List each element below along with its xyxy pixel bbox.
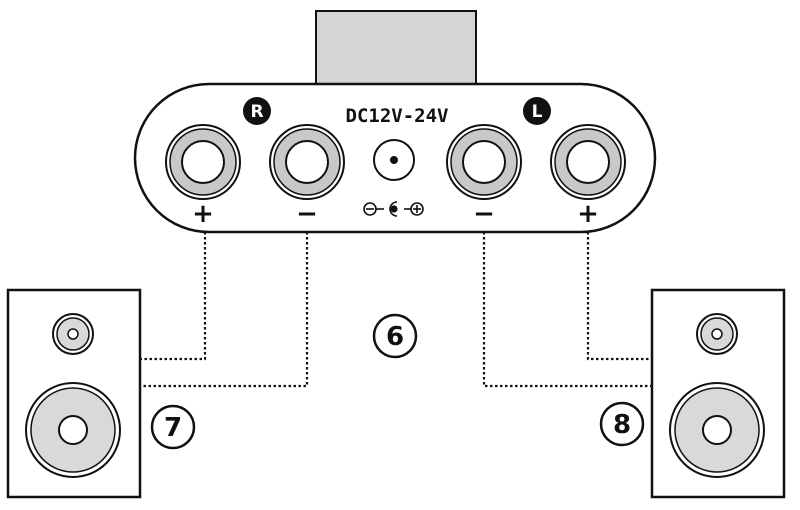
wire-right-minus (140, 232, 309, 388)
wire-right-plus (140, 232, 207, 361)
dc-power-jack (373, 139, 415, 181)
left-channel-badge: L (523, 97, 551, 125)
polarity-symbol-icon (363, 201, 424, 217)
right-minus-sign: − (296, 199, 318, 229)
left-speaker (6, 288, 142, 499)
top-module (315, 10, 477, 85)
callout-6: 6 (372, 313, 418, 359)
right-speaker (650, 288, 786, 499)
left-plus-sign: + (577, 199, 599, 229)
left-badge-label: L (532, 102, 543, 122)
right-plus-sign: + (192, 199, 214, 229)
wire-left-plus (586, 232, 652, 361)
left-plus-jack (550, 124, 626, 200)
callout-6-label: 6 (386, 322, 404, 352)
wire-left-minus (482, 232, 652, 388)
right-minus-jack (269, 124, 345, 200)
left-woofer (25, 382, 121, 478)
left-minus-sign: − (473, 199, 495, 229)
left-tweeter (52, 313, 94, 355)
right-tweeter (696, 313, 738, 355)
callout-8-label: 8 (613, 410, 631, 440)
speaker-wires (140, 232, 652, 388)
right-plus-jack (165, 124, 241, 200)
callout-8: 8 (599, 401, 645, 447)
power-label: DC12V-24V (346, 105, 449, 127)
right-badge-label: R (250, 102, 263, 122)
left-minus-jack (446, 124, 522, 200)
callout-7-label: 7 (164, 413, 182, 443)
callout-7: 7 (150, 404, 196, 450)
right-woofer (669, 382, 765, 478)
right-channel-badge: R (243, 97, 271, 125)
